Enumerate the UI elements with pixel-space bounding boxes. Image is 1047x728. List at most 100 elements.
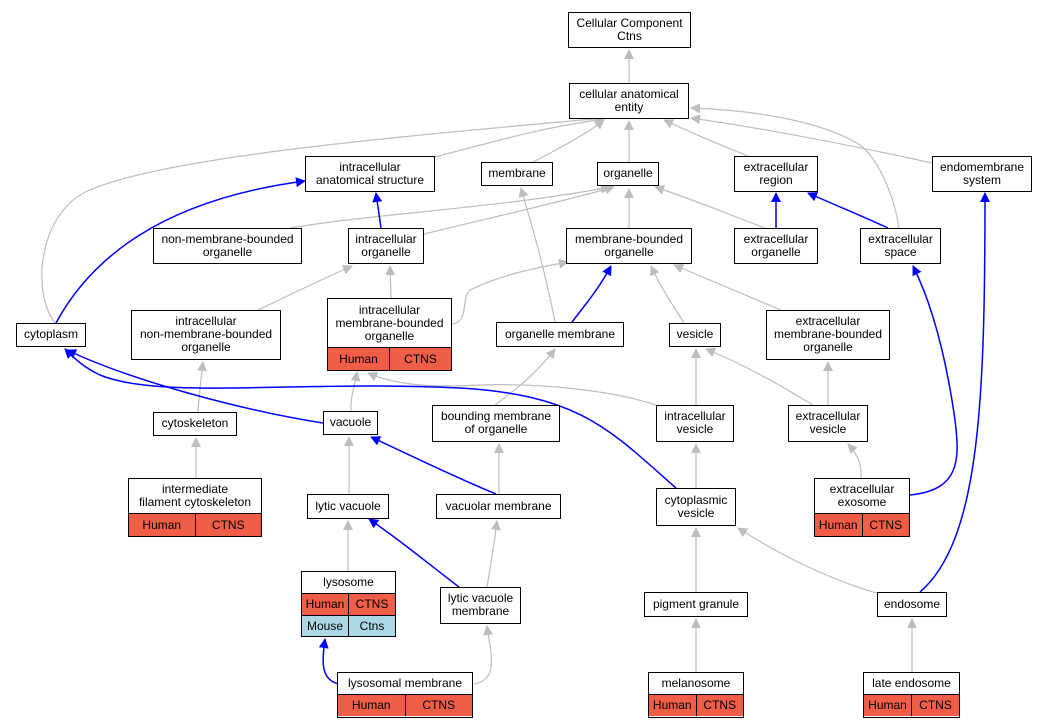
- mel-gene-cell: CTNS: [695, 695, 743, 716]
- node-le-label: late endosome: [872, 676, 951, 690]
- edge-ecv-to-vesicle: [705, 347, 814, 406]
- edge-lvm-to-vm: [486, 520, 501, 588]
- exo-species-cell: Human: [815, 514, 862, 536]
- mel-species-cell: Human: [649, 695, 696, 716]
- edge-om-to-membrane: [518, 187, 556, 323]
- node-ecspace-label: extracellular space: [868, 231, 933, 259]
- node-cytoskeleton: cytoskeleton: [153, 412, 237, 436]
- edge-endosome-to-cv: [737, 527, 881, 595]
- node-lytic-vacuole-membrane: lytic vacuole membrane: [440, 587, 521, 624]
- node-lysosome-label: lysosome: [323, 575, 374, 589]
- le-gene-cell: CTNS: [911, 695, 959, 716]
- node-membrane: membrane: [481, 162, 553, 186]
- edge-eco-to-organelle: [654, 185, 766, 229]
- node-endomem-label: endomembrane system: [939, 159, 1025, 187]
- exo-human-row: Human CTNS: [815, 513, 909, 536]
- edge-exo-to-ecspace: [909, 265, 958, 496]
- node-exo-label: extracellular exosome: [829, 482, 895, 509]
- edge-io-to-ias: [372, 192, 383, 229]
- imbo-gene-cell: CTNS: [389, 348, 451, 370]
- lm-species-cell: Human: [338, 695, 405, 716]
- node-nmbo-label: non-membrane-bounded organelle: [161, 231, 294, 259]
- mel-human-row: Human CTNS: [649, 694, 743, 716]
- edge-endomem-to-cae: [690, 114, 933, 164]
- edge-cytoplasm-to-cae: [41, 113, 605, 324]
- node-om-label: organelle membrane: [504, 326, 616, 341]
- exo-gene-cell: CTNS: [861, 514, 909, 536]
- node-endomembrane-system: endomembrane system: [932, 156, 1032, 192]
- edge-lm-to-lysosome: [318, 638, 340, 685]
- edge-nmbo-to-organelle: [289, 183, 611, 229]
- edge-cytoplasm-to-ias: [55, 177, 306, 324]
- node-vm-label: vacuolar membrane: [445, 498, 552, 513]
- le-species-cell: Human: [864, 695, 911, 716]
- edge-membrane-to-cae: [532, 119, 605, 163]
- node-pigment-granule: pigment granule: [644, 592, 748, 617]
- node-intracellular-membrane-bounded-organelle: intracellular membrane-bounded organelle…: [327, 298, 452, 371]
- edge-imbo-to-io: [385, 265, 396, 299]
- node-extracellular-membrane-bounded-organelle: extracellular membrane-bounded organelle: [766, 310, 890, 360]
- edge-vesicle-to-mbo: [650, 265, 685, 324]
- node-intermediate-filament-cytoskeleton: intermediate filament cytoskeleton Human…: [128, 478, 262, 537]
- node-vesicle: vesicle: [669, 323, 721, 347]
- node-root-label: Cellular Component Ctns: [576, 15, 683, 43]
- node-cellular-anatomical-entity: cellular anatomical entity: [569, 83, 689, 119]
- lysosome-mouse-row: Mouse Ctns: [302, 615, 395, 636]
- node-intracellular-anatomical-structure: intracellular anatomical structure: [305, 156, 435, 192]
- node-membrane-bounded-organelle: membrane-bounded organelle: [566, 228, 692, 264]
- edge-io-to-organelle: [423, 184, 615, 235]
- node-endosome-label: endosome: [883, 596, 941, 611]
- edge-lm-to-lvm: [473, 625, 494, 685]
- node-non-membrane-bounded-organelle: non-membrane-bounded organelle: [153, 228, 302, 264]
- lysosome-human-gene-cell: CTNS: [348, 594, 395, 615]
- node-inmbo-label: intracellular non-membrane-bounded organ…: [139, 314, 273, 354]
- node-extracellular-exosome: extracellular exosome Human CTNS: [814, 478, 910, 537]
- node-cytoplasmic-vesicle: cytoplasmic vesicle: [656, 488, 736, 526]
- node-intracellular-organelle: intracellular organelle: [348, 228, 424, 264]
- node-embo-label: extracellular membrane-bounded organelle: [773, 314, 883, 354]
- lysosome-human-row: Human CTNS: [302, 593, 395, 615]
- node-mbo-label: membrane-bounded organelle: [574, 231, 684, 259]
- node-cae-label: cellular anatomical entity: [579, 86, 679, 114]
- node-ias-label: intracellular anatomical structure: [315, 159, 425, 187]
- node-ifc-label: intermediate filament cytoskeleton: [138, 482, 252, 509]
- edge-cytoskeleton-to-inmbo: [197, 361, 207, 413]
- node-vacuolar-membrane: vacuolar membrane: [436, 494, 561, 519]
- node-vesicle-label: vesicle: [676, 327, 714, 341]
- node-melanosome: melanosome Human CTNS: [648, 672, 744, 718]
- node-organelle: organelle: [597, 162, 659, 186]
- node-bounding-membrane-of-organelle: bounding membrane of organelle: [432, 405, 560, 442]
- ifc-species-cell: Human: [129, 514, 195, 536]
- lysosome-mouse-species-cell: Mouse: [302, 616, 348, 636]
- edge-ecregion-to-cae: [663, 119, 749, 157]
- edge-endosome-to-endomem: [919, 192, 990, 593]
- node-cv-label: cytoplasmic vesicle: [664, 492, 728, 520]
- node-organelle-membrane: organelle membrane: [496, 322, 624, 347]
- lysosome-mouse-gene-cell: Ctns: [348, 616, 395, 636]
- node-intracellular-vesicle: intracellular vesicle: [656, 405, 734, 442]
- node-iv-label: intracellular vesicle: [664, 409, 726, 436]
- node-io-label: intracellular organelle: [355, 231, 417, 259]
- node-cytoplasm-label: cytoplasm: [23, 327, 79, 341]
- node-membrane-label: membrane: [488, 166, 546, 180]
- edge-imbo-to-mbo: [451, 258, 569, 325]
- le-human-row: Human CTNS: [864, 694, 959, 716]
- node-lysosome: lysosome Human CTNS Mouse Ctns: [301, 571, 396, 637]
- edge-embo-to-mbo: [673, 263, 782, 311]
- node-lytic-vacuole: lytic vacuole: [307, 494, 389, 519]
- edge-iv-to-imbo: [367, 372, 657, 406]
- node-cytoskeleton-label: cytoskeleton: [161, 416, 229, 430]
- edge-vacuole-to-cytoplasm: [66, 349, 324, 424]
- node-late-endosome: late endosome Human CTNS: [863, 672, 960, 718]
- edge-ecspace-to-cae: [690, 103, 900, 229]
- lm-gene-cell: CTNS: [404, 695, 472, 716]
- edge-om-to-mbo: [571, 265, 612, 323]
- node-extracellular-region: extracellular region: [734, 156, 818, 192]
- node-endosome: endosome: [877, 592, 947, 617]
- edge-vm-to-vacuole: [370, 436, 497, 495]
- edge-bmo-to-om: [494, 348, 556, 406]
- node-organelle-label: organelle: [603, 166, 653, 180]
- node-cytoplasm: cytoplasm: [16, 323, 86, 347]
- node-lv-label: lytic vacuole: [315, 498, 381, 513]
- node-imbo-label: intracellular membrane-bounded organelle: [335, 302, 444, 343]
